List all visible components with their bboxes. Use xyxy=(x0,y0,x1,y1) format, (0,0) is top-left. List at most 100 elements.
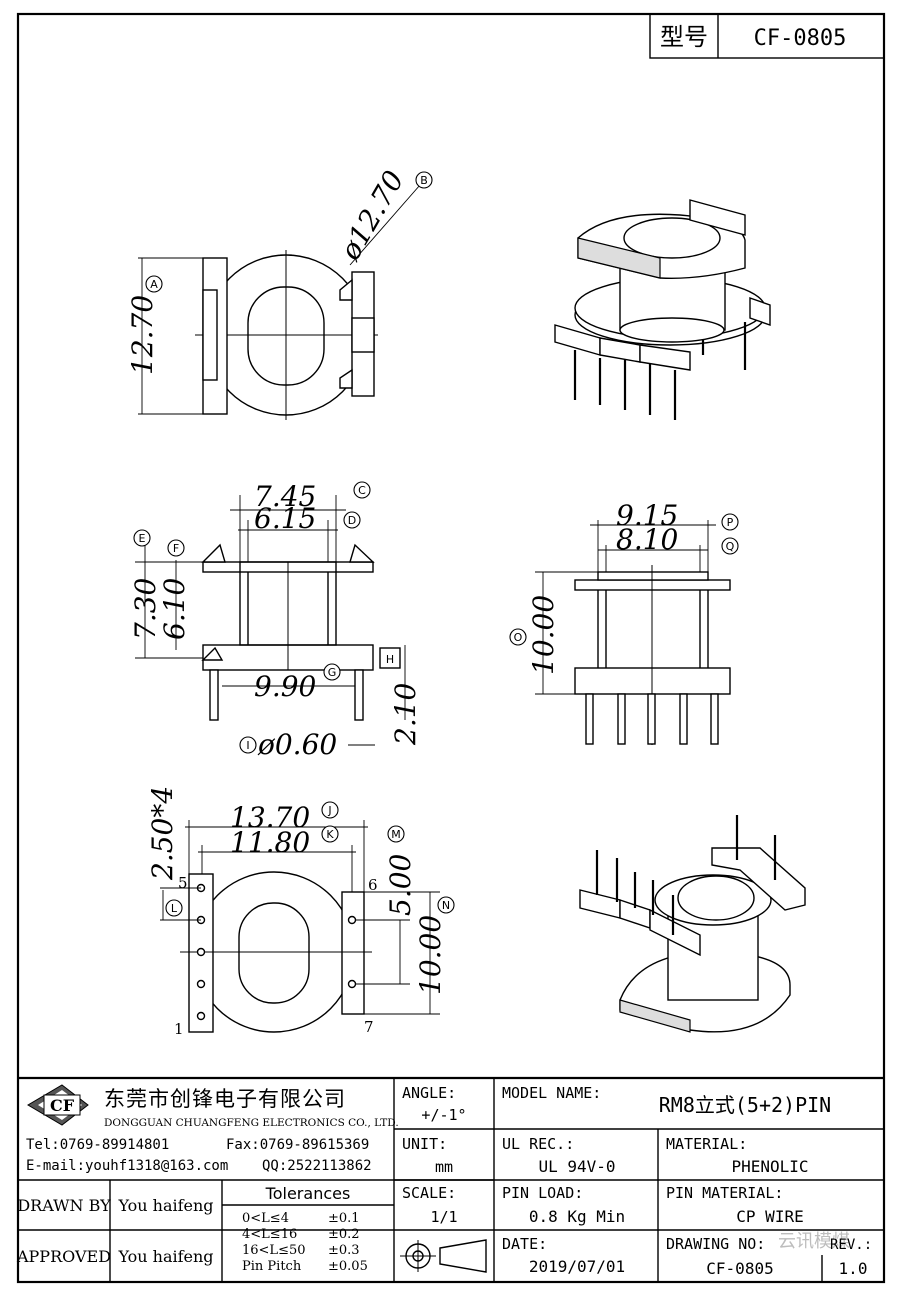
drawn-by-label: DRAWN BY xyxy=(17,1196,111,1215)
marker-c xyxy=(353,481,371,499)
tel: Tel:0769-89914801 xyxy=(26,1137,169,1153)
approved-value: You haifeng xyxy=(117,1247,213,1266)
dim-8-10: 8.10 xyxy=(616,523,678,556)
dim-5-00: 5.00 xyxy=(384,854,417,916)
pin-label-7: 7 xyxy=(364,1018,374,1036)
material-value: PHENOLIC xyxy=(731,1157,808,1176)
marker-p xyxy=(721,513,739,531)
scale-label: SCALE: xyxy=(402,1184,456,1202)
tol-value-3: ±0.05 xyxy=(328,1259,368,1274)
marker-d xyxy=(343,511,361,529)
dim-9-90: 9.90 xyxy=(254,670,316,703)
dim-12-70-a: 12.70 xyxy=(126,295,159,375)
marker-o xyxy=(509,628,527,646)
dim-9-15: 9.15 xyxy=(616,499,678,532)
marker-m xyxy=(387,825,405,843)
marker-b xyxy=(415,171,433,189)
marker-f-label: F xyxy=(173,542,179,555)
pin-material-label: PIN MATERIAL: xyxy=(666,1184,783,1202)
dim-10-00-n: 10.00 xyxy=(414,915,447,995)
unit-label: UNIT: xyxy=(402,1135,447,1153)
dim-6-10: 6.10 xyxy=(158,578,191,640)
pin-load-label: PIN LOAD: xyxy=(502,1184,583,1202)
marker-q-label: Q xyxy=(726,540,735,553)
title-block: CF 东莞市创锋电子有限公司 DONGGUAN CHUANGFENG ELECT… xyxy=(16,1076,884,1282)
tol-value-1: ±0.2 xyxy=(328,1227,360,1242)
marker-g xyxy=(323,663,341,681)
marker-h: H xyxy=(386,653,394,666)
qq: QQ:2522113862 xyxy=(262,1158,372,1174)
model-header-box: 型号 CF-0805 xyxy=(649,13,885,59)
dim-13-70: 13.70 xyxy=(230,801,310,834)
dim-7-30: 7.30 xyxy=(129,578,162,640)
rev-label: REV.: xyxy=(830,1237,872,1253)
tol-range-1: 4<L≤16 xyxy=(242,1227,297,1242)
marker-e-label: E xyxy=(139,532,146,545)
material-label: MATERIAL: xyxy=(666,1135,747,1153)
tol-range-2: 16<L≤50 xyxy=(242,1243,306,1258)
ul-value: UL 94V-0 xyxy=(538,1157,615,1176)
tol-value-2: ±0.3 xyxy=(328,1243,360,1258)
pin-label-6: 6 xyxy=(368,876,378,894)
marker-d-label: D xyxy=(348,514,356,527)
front-view: 7.45 6.15 C D 7.30 6.10 E F 9.90 G H 2.1… xyxy=(129,480,422,761)
type-label: 型号 xyxy=(660,23,708,51)
marker-g-label: G xyxy=(328,666,337,679)
marker-c-label: C xyxy=(358,484,366,497)
marker-l-label: L xyxy=(171,902,178,915)
drawing-border xyxy=(16,12,886,1284)
marker-j-label: J xyxy=(327,804,331,817)
marker-f xyxy=(167,539,185,557)
pin-load-value: 0.8 Kg Min xyxy=(529,1207,625,1226)
isometric-view-top xyxy=(554,199,771,420)
marker-a xyxy=(145,275,163,293)
drawn-by-value: You haifeng xyxy=(117,1196,213,1215)
isometric-view-bottom xyxy=(579,815,806,1033)
company-name-cn: 东莞市创锋电子有限公司 xyxy=(104,1087,346,1111)
email: E-mail:youhf1318@163.com xyxy=(26,1158,228,1174)
drawing-no-value: CF-0805 xyxy=(706,1259,773,1278)
tol-range-3: Pin Pitch xyxy=(242,1259,302,1274)
approved-label: APPROVED xyxy=(16,1247,111,1266)
model-name-value: RM8立式(5+2)PIN xyxy=(659,1093,831,1117)
pin-label-1: 1 xyxy=(174,1020,184,1038)
date-value: 2019/07/01 xyxy=(529,1257,625,1276)
marker-k-label: K xyxy=(326,828,334,841)
projection-symbol xyxy=(400,1239,487,1273)
dim-2-50x4: 2.50*4 xyxy=(146,786,179,881)
bottom-view: 5 1 6 7 13.70 11.80 J K 2.50*4 L 5.00 10… xyxy=(146,786,455,1038)
marker-m-label: M xyxy=(391,828,401,841)
logo-text: CF xyxy=(50,1096,75,1115)
dim-7-45: 7.45 xyxy=(254,480,316,513)
angle-label: ANGLE: xyxy=(402,1084,456,1102)
marker-q xyxy=(721,537,739,555)
dim-11-80: 11.80 xyxy=(230,826,310,859)
drawing-no-label: DRAWING NO: xyxy=(666,1235,765,1253)
tolerances-title: Tolerances xyxy=(265,1184,351,1203)
top-view: 12.70 A ø12.70 B xyxy=(126,165,433,420)
marker-l xyxy=(165,899,183,917)
dim-10-00-o: 10.00 xyxy=(527,595,560,675)
marker-a-label: A xyxy=(150,278,158,291)
dim-2-10: 2.10 xyxy=(389,683,422,746)
company-logo: CF xyxy=(27,1084,89,1126)
marker-p-label: P xyxy=(727,516,734,529)
model-name-label: MODEL NAME: xyxy=(502,1084,601,1102)
angle-value: +/-1° xyxy=(421,1106,466,1124)
marker-j xyxy=(321,801,339,819)
marker-o-label: O xyxy=(514,631,523,644)
company-name-en: DONGGUAN CHUANGFENG ELECTRONICS CO., LTD… xyxy=(104,1117,399,1129)
dim-12-70-b: ø12.70 xyxy=(333,165,411,266)
marker-e xyxy=(133,529,151,547)
date-label: DATE: xyxy=(502,1235,547,1253)
marker-i-label: I xyxy=(246,739,249,752)
tol-range-0: 0<L≤4 xyxy=(242,1211,289,1226)
marker-n xyxy=(437,896,455,914)
fax: Fax:0769-89615369 xyxy=(226,1137,369,1153)
dim-0-60: ø0.60 xyxy=(257,728,337,761)
marker-n-label: N xyxy=(442,899,450,912)
scale-value: 1/1 xyxy=(430,1208,457,1226)
watermark: 云讯模煤 xyxy=(778,1231,850,1252)
side-view: 9.15 8.10 P Q 10.00 O xyxy=(509,499,739,745)
